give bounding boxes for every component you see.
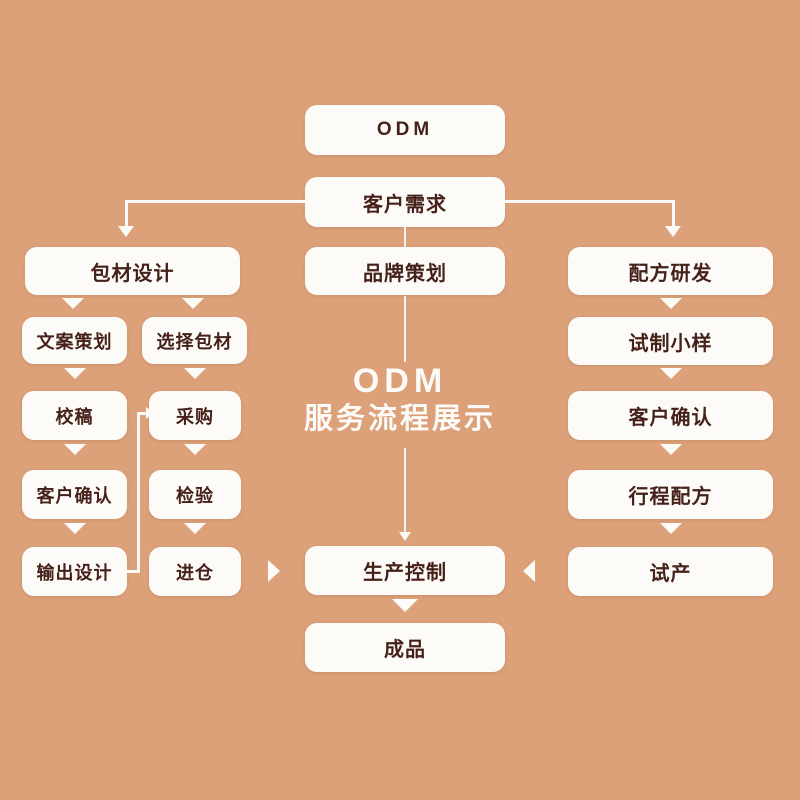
- arrow-formula-rd-to-trial-sample: [660, 298, 682, 309]
- arrow-production-control-to-finished-product: [392, 599, 418, 612]
- node-customer-confirm-left[interactable]: 客户确认: [22, 470, 127, 519]
- connector-brand-to-center-lower: [404, 448, 406, 536]
- node-inspection[interactable]: 检验: [149, 470, 241, 519]
- connector-output-design-out: [124, 570, 140, 573]
- node-trial-sample[interactable]: 试制小样: [568, 317, 773, 365]
- arrow-to-production-control: [399, 532, 411, 541]
- arrow-customer-confirm-to-output-design: [64, 523, 86, 534]
- connector-into-purchase: [137, 412, 149, 415]
- arrow-trial-sample-to-customer-confirm-right: [660, 368, 682, 379]
- connector-branch-left-vertical: [125, 200, 128, 228]
- arrow-customer-confirm-to-travel-formula: [660, 444, 682, 455]
- node-output-design[interactable]: 输出设计: [22, 547, 127, 596]
- connector-branch-right-vertical: [672, 200, 675, 228]
- node-copy-planning[interactable]: 文案策划: [22, 317, 127, 364]
- node-odm[interactable]: ODM: [305, 105, 505, 155]
- node-formula-rd[interactable]: 配方研发: [568, 247, 773, 295]
- node-trial-production[interactable]: 试产: [568, 547, 773, 596]
- node-customer-requirement[interactable]: 客户需求: [305, 177, 505, 227]
- arrow-inspection-to-warehouse-in: [184, 523, 206, 534]
- connector-center-stub: [404, 227, 406, 248]
- arrow-package-design-to-copy-planning: [62, 298, 84, 309]
- connector-output-design-riser: [137, 412, 140, 572]
- arrow-into-purchase: [146, 407, 154, 419]
- node-finished-product[interactable]: 成品: [305, 623, 505, 672]
- arrow-select-package-to-purchase: [184, 368, 206, 379]
- arrow-purchase-to-inspection: [184, 444, 206, 455]
- arrow-to-formula-rd: [665, 226, 681, 237]
- arrow-copy-planning-to-proofread: [64, 368, 86, 379]
- node-customer-confirm-right[interactable]: 客户确认: [568, 391, 773, 440]
- arrow-proofread-to-customer-confirm-left: [64, 444, 86, 455]
- node-purchase[interactable]: 采购: [149, 391, 241, 440]
- node-package-design[interactable]: 包材设计: [25, 247, 240, 295]
- node-brand-planning[interactable]: 品牌策划: [305, 247, 505, 295]
- node-proofread[interactable]: 校稿: [22, 391, 127, 440]
- connector-branch-right-horizontal: [503, 200, 675, 203]
- node-select-package[interactable]: 选择包材: [142, 317, 247, 364]
- node-travel-formula[interactable]: 行程配方: [568, 470, 773, 519]
- arrow-to-package-design: [118, 226, 134, 237]
- arrow-travel-formula-to-trial-production: [660, 523, 682, 534]
- connector-branch-left-horizontal: [125, 200, 307, 203]
- arrow-merge-right-into-production-control: [523, 560, 535, 582]
- node-warehouse-in[interactable]: 进仓: [149, 547, 241, 596]
- arrow-package-design-to-select-package: [182, 298, 204, 309]
- node-production-control[interactable]: 生产控制: [305, 546, 505, 595]
- arrow-merge-left-into-production-control: [268, 560, 280, 582]
- connector-brand-to-center-upper: [404, 296, 406, 362]
